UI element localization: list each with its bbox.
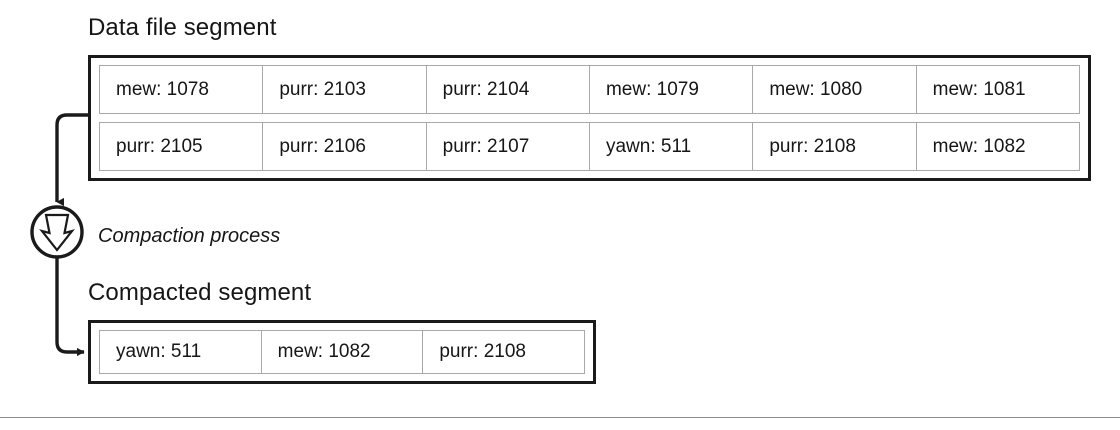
list-item: mew: 1078 [100, 66, 264, 113]
table-row: purr: 2105 purr: 2106 purr: 2107 yawn: 5… [99, 122, 1080, 171]
list-item: purr: 2108 [753, 123, 917, 170]
list-item: mew: 1082 [932, 135, 1026, 157]
list-item: mew: 1081 [932, 78, 1026, 100]
compacted-segment-title: Compacted segment [88, 279, 312, 306]
list-item: yawn: 511 [590, 123, 754, 170]
compacted-segment-box: yawn: 511 mew: 1082 purr: 2108 [88, 320, 596, 384]
list-item: purr: 2106 [263, 123, 427, 170]
connector-process-to-compacted [55, 258, 85, 357]
list-item: purr: 2105 [100, 123, 264, 170]
list-item: mew: 1079 [590, 66, 754, 113]
table-row: mew: 1078 purr: 2103 purr: 2104 mew: 107… [99, 65, 1080, 114]
page-divider [0, 417, 1120, 418]
list-item: purr: 2107 [427, 123, 590, 170]
list-item: purr: 2104 [427, 66, 590, 113]
data-file-segment-box: mew: 1078 purr: 2103 purr: 2104 mew: 107… [88, 55, 1091, 181]
list-item: mew: 1082 [262, 331, 424, 373]
compaction-arrow-icon [30, 205, 84, 259]
list-item: mew: 1080 [753, 66, 917, 113]
list-item: yawn: 511 [100, 331, 262, 373]
connector-data-file-to-process [55, 113, 88, 207]
list-item: purr: 2103 [263, 66, 427, 113]
table-row: yawn: 511 mew: 1082 purr: 2108 [99, 330, 585, 374]
data-file-segment-title: Data file segment [88, 14, 277, 41]
list-item: purr: 2108 [439, 341, 526, 362]
compaction-process-label: Compaction process [98, 225, 281, 247]
